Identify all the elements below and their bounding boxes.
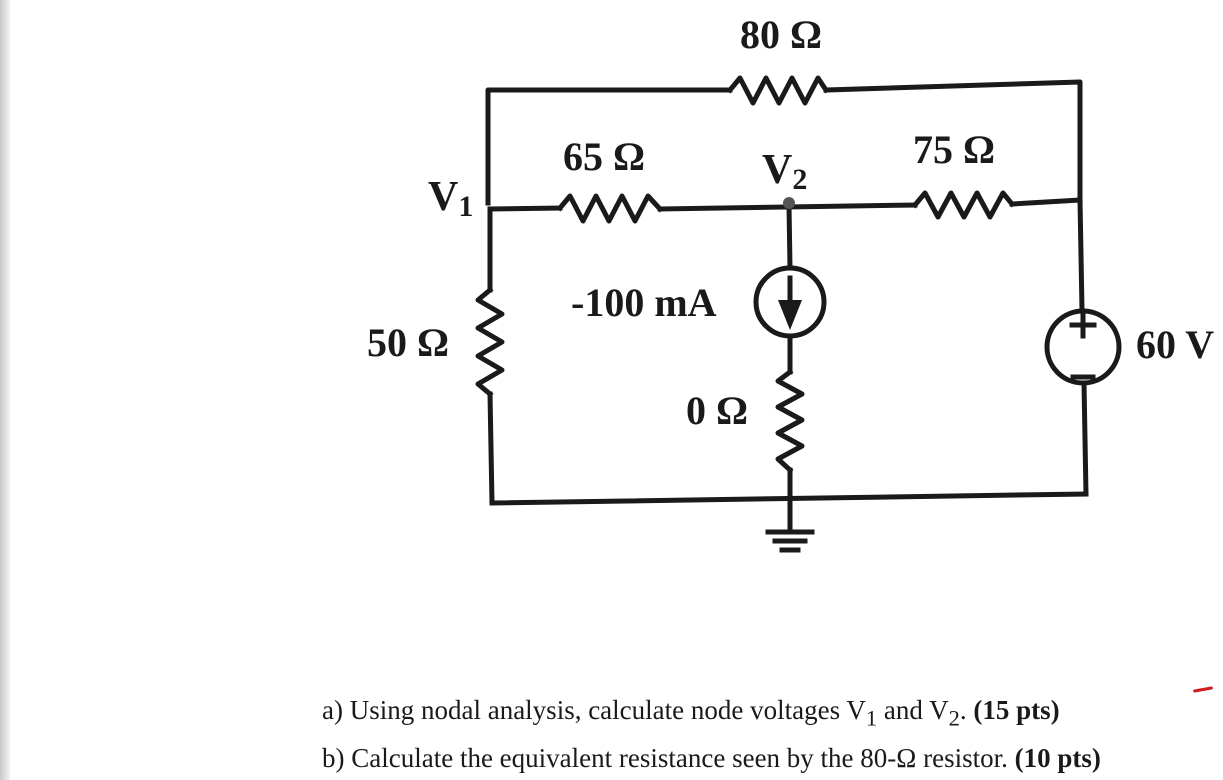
node-label-v2-sub: 2	[792, 163, 807, 196]
label-80-ohm: 80 Ω	[740, 12, 822, 57]
ground-icon	[765, 529, 815, 553]
current-source-arrow-head	[778, 300, 802, 330]
wire-left-vertical-bottom	[487, 391, 495, 506]
wire-mid-left	[487, 205, 563, 212]
node-label-v1-main: V	[428, 174, 458, 220]
label-0-ohm: 0 Ω	[686, 388, 748, 433]
label-voltage-source: 60 V	[1136, 322, 1214, 367]
question-a-text-mid: and V	[877, 695, 949, 725]
question-b-points: (10 pts)	[1014, 743, 1101, 774]
label-50-ohm: 50 Ω	[367, 320, 449, 365]
question-text: a) Using nodal analysis, calculate node …	[322, 690, 1222, 778]
wire-mid-right	[1009, 197, 1083, 207]
resistor-50-ohm	[475, 286, 505, 398]
question-a-sub1: 1	[865, 705, 878, 731]
node-label-v2-main: V	[762, 147, 792, 193]
label-current-source: -100 mA	[571, 280, 717, 325]
question-b-text: b) Calculate the equivalent resistance s…	[322, 743, 1015, 774]
wire-top-right	[823, 79, 1083, 203]
question-a-text-end: .	[959, 695, 974, 725]
question-a-points: (15 pts)	[973, 695, 1060, 725]
label-75-ohm: 75 Ω	[913, 127, 995, 172]
scan-edge-shadow	[0, 0, 10, 780]
resistor-0-ohm	[775, 368, 805, 474]
wire-right-vertical-top	[1077, 197, 1085, 313]
wire-top-left	[485, 87, 733, 206]
node-v2-dot	[783, 197, 795, 209]
wire-right-vertical-bottom	[1081, 380, 1089, 497]
resistor-65-ohm	[556, 193, 664, 224]
question-b: b) Calculate the equivalent resistance s…	[322, 738, 1222, 778]
resistor-75-ohm	[911, 190, 1016, 220]
label-65-ohm: 65 Ω	[563, 134, 645, 179]
plus-icon	[1069, 311, 1097, 339]
node-label-v1-sub: 1	[458, 190, 473, 223]
question-a: a) Using nodal analysis, calculate node …	[322, 690, 1222, 738]
resistor-80-ohm	[726, 75, 830, 106]
node-label-v2: V2	[762, 147, 807, 196]
question-a-sub2: 2	[948, 705, 960, 731]
node-label-v1: V1	[428, 174, 473, 223]
wire-center-top	[786, 202, 793, 271]
question-a-text-start: a) Using nodal analysis, calculate node …	[322, 695, 866, 725]
